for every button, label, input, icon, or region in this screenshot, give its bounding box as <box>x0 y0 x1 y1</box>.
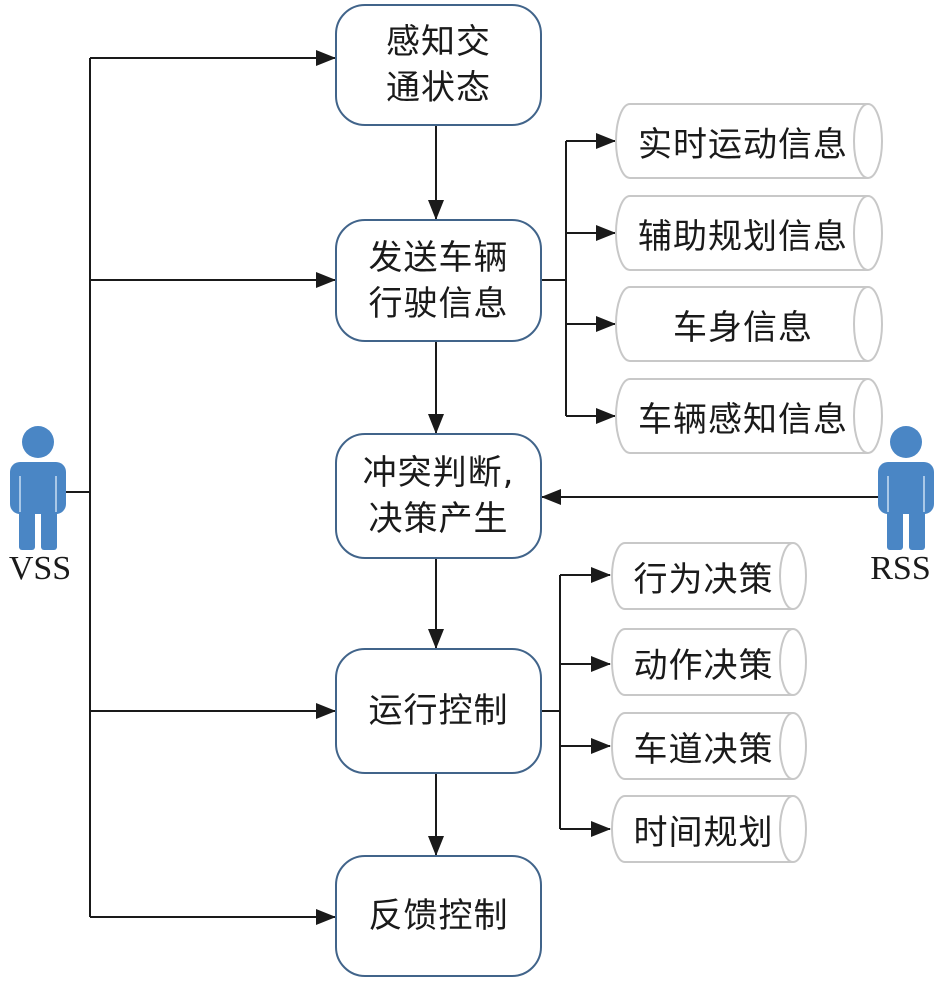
vss-person-icon <box>10 426 66 550</box>
process-feedback-control: 反馈控制 <box>335 855 542 977</box>
decision-store-shape-2 <box>611 628 807 696</box>
process-send-vehicle-info: 发送车辆 行驶信息 <box>335 219 542 342</box>
info-store-shape-3 <box>615 286 883 362</box>
process-run-control: 运行控制 <box>335 648 542 774</box>
info-store-label: 实时运动信息 <box>638 124 848 165</box>
info-store-label: 辅助规划信息 <box>638 216 848 257</box>
process-perceive-traffic: 感知交 通状态 <box>335 4 542 126</box>
decision-store-label: 时间规划 <box>633 812 774 853</box>
decision-store-label: 行为决策 <box>633 559 774 600</box>
decision-store-label: 动作决策 <box>633 645 774 686</box>
info-store-label: 车身信息 <box>673 307 813 348</box>
decision-store-shape-1 <box>611 542 807 610</box>
info-store-shape-2 <box>615 195 883 271</box>
process-conflict-decision: 冲突判断, 决策产生 <box>335 433 542 559</box>
rss-person-icon <box>878 426 934 550</box>
rss-label: RSS <box>870 550 931 587</box>
decision-store-shape-4 <box>611 795 807 863</box>
info-store-shape-1 <box>615 103 883 179</box>
decision-store-label: 车道决策 <box>633 729 774 770</box>
info-store-label: 车辆感知信息 <box>638 399 848 440</box>
vss-label: VSS <box>8 550 72 587</box>
decision-store-shape-3 <box>611 712 807 780</box>
info-store-shape-4 <box>615 378 883 454</box>
